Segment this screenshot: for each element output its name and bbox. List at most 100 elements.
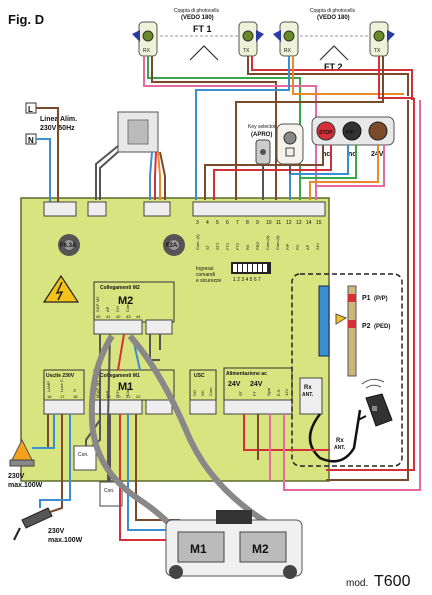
lamp2-watt: max.100W: [48, 537, 83, 544]
svg-text:ST2: ST2: [215, 242, 220, 250]
svg-text:LAMP.: LAMP.: [46, 381, 51, 393]
photocell-arrow: [256, 30, 264, 42]
motor-m1-label: M1: [190, 542, 207, 556]
m2-block: Collegamenti M2 M2 40 41 42 43 44 CAP. M…: [93, 281, 175, 335]
svg-text:Con.: Con.: [104, 488, 115, 494]
line-l: L: [28, 105, 33, 114]
svg-text:18: 18: [96, 394, 101, 399]
svg-text:CH: CH: [115, 390, 120, 396]
line-n: N: [28, 136, 34, 145]
motor-cables: [88, 334, 278, 548]
terminal-11: 11: [276, 220, 281, 226]
remote-control-icon[interactable]: [361, 378, 393, 427]
lamp2-volt: 230V: [48, 528, 65, 535]
dip-switch[interactable]: [231, 262, 271, 274]
terminal-13: 13: [296, 220, 302, 226]
transformer: [95, 111, 166, 200]
motor-unit: [165, 510, 303, 579]
svg-text:ST: ST: [205, 244, 210, 250]
beam-ft1: [160, 35, 238, 61]
svg-text:FT1: FT1: [225, 242, 230, 250]
usc-block: USC NO NC Com.: [189, 369, 217, 415]
svg-text:Alimentazione ac: Alimentazione ac: [226, 371, 267, 377]
jumper-label-2: e sicurezze: [196, 278, 222, 284]
ft1-label: FT 1: [193, 24, 212, 34]
photocell-left-rx: RX: [138, 21, 158, 57]
svg-text:20: 20: [116, 394, 121, 399]
svg-text:FT: FT: [252, 391, 257, 396]
svg-text:P/P: P/P: [346, 130, 355, 136]
p2-sub: (PED): [374, 324, 390, 330]
svg-text:CAP. M2: CAP. M2: [95, 296, 100, 312]
svg-text:AP: AP: [305, 244, 310, 250]
key-switch-device[interactable]: [276, 123, 304, 165]
board-wiring: [32, 100, 421, 541]
arrow-icon: [335, 313, 348, 325]
key-selector-icon[interactable]: [255, 139, 271, 165]
terminal-8: 8: [246, 220, 249, 226]
svg-text:RX: RX: [143, 48, 151, 54]
svg-text:22: 22: [136, 394, 141, 399]
photocell-arrow: [273, 30, 281, 42]
p1-sub: (P/P): [374, 296, 388, 302]
svg-text:P/P: P/P: [285, 243, 290, 250]
terminal-3: 3: [196, 220, 199, 226]
svg-text:Com. (0): Com. (0): [195, 234, 200, 250]
beam-ft2: [300, 35, 368, 61]
svg-text:Com.(0): Com.(0): [265, 235, 270, 250]
fuse-f2: F2A: [163, 234, 185, 256]
jumper-label-0: Ingressi: [196, 266, 214, 272]
svg-text:NO: NO: [192, 390, 197, 396]
ft1-caption: Coppia di photocells: [174, 8, 220, 14]
figure-title: Fig. D: [8, 12, 44, 27]
photocell-right-rx: RX: [279, 21, 299, 57]
push-button-station: STOP P/P: [311, 116, 395, 146]
p1-label: P1: [362, 295, 371, 302]
svg-text:Collegamenti M1: Collegamenti M1: [100, 373, 140, 379]
stop-button[interactable]: [316, 121, 336, 141]
svg-text:Com.: Com.: [208, 386, 213, 396]
terminal-4: 4: [206, 220, 209, 226]
svg-text:24V: 24V: [228, 381, 241, 388]
svg-text:STOP: STOP: [319, 130, 333, 136]
model-prefix: mod.: [346, 578, 368, 589]
pp-button[interactable]: [342, 121, 362, 141]
svg-text:PED: PED: [255, 242, 260, 250]
top-terminal-names: Com. (0) ST ST2 FT1 FT2 RX PED Com.(0) C…: [195, 234, 320, 250]
terminal-9: 9: [256, 220, 259, 226]
svg-text:17: 17: [60, 394, 65, 399]
svg-text:NC: NC: [200, 390, 205, 396]
p1-button[interactable]: [348, 294, 356, 302]
terminal-14: 14: [306, 220, 312, 226]
courtesy-light-icon: [13, 507, 53, 541]
uscite-block: Uscite 230V 16 17 18 LAMP. Luce C. N: [43, 369, 85, 415]
svg-text:Com.(0): Com.(0): [275, 235, 280, 250]
high-voltage-warning-icon: [42, 274, 80, 303]
p2-button[interactable]: [348, 320, 356, 328]
ft1-sub: (VEDO 180): [181, 15, 214, 21]
svg-text:M1: M1: [118, 381, 133, 393]
svg-text:E.S.: E.S.: [276, 388, 281, 396]
svg-text:12V: 12V: [284, 389, 289, 396]
photocell-arrow: [387, 30, 395, 42]
svg-text:Luce C.: Luce C.: [59, 378, 64, 392]
no-label: no: [348, 151, 357, 158]
antenna: [308, 409, 367, 463]
svg-text:42: 42: [116, 314, 121, 319]
svg-text:TX: TX: [243, 48, 250, 54]
antenna-sub: ANT.: [334, 445, 346, 451]
svg-text:16: 16: [47, 394, 52, 399]
svg-text:ST: ST: [238, 390, 243, 396]
lamp1-watt: max.100W: [8, 482, 43, 489]
terminal-12: 12: [286, 220, 292, 226]
capacitor-1: Con.: [73, 445, 97, 471]
svg-text:21: 21: [126, 394, 131, 399]
power-wiring: [36, 107, 59, 205]
pushbutton-wiring: [204, 145, 385, 200]
svg-text:FT2: FT2: [235, 242, 240, 250]
svg-text:Com.: Com.: [125, 302, 130, 312]
radio-receiver: Rx ANT.: [299, 377, 323, 415]
svg-text:TX: TX: [374, 48, 381, 54]
svg-text:RX: RX: [245, 244, 250, 250]
ft2-sub: (VEDO 180): [317, 15, 350, 21]
